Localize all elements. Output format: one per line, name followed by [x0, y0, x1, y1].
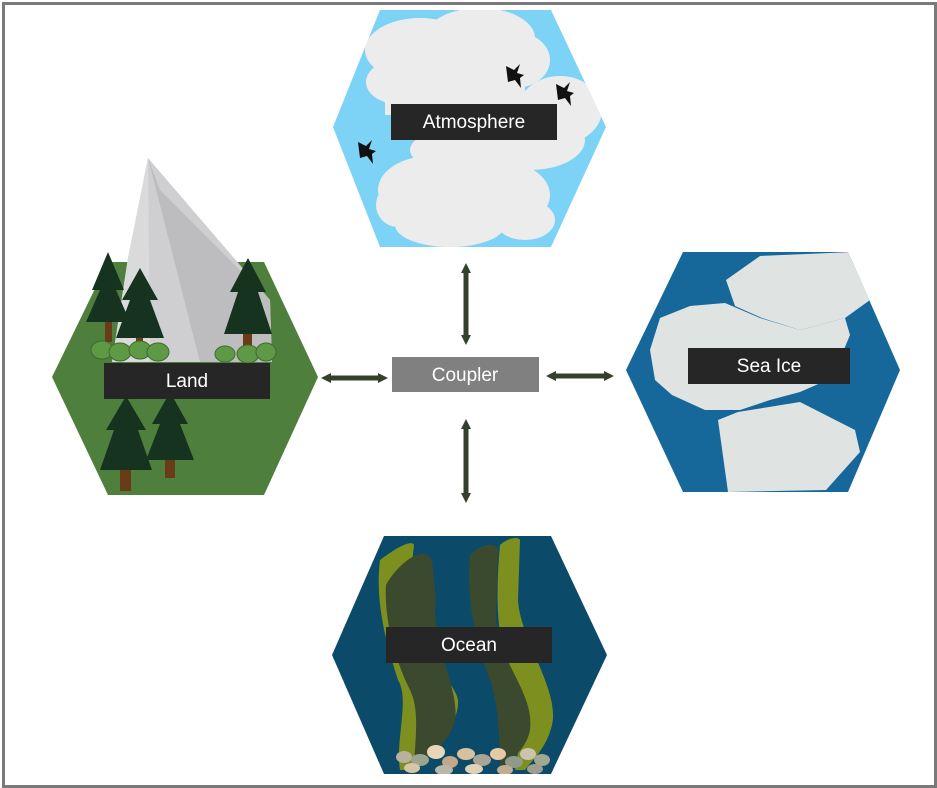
atmosphere-hexagon: Atmosphere — [333, 10, 606, 247]
bird-icon — [506, 64, 524, 88]
tree-icon — [224, 258, 272, 354]
tree-icon — [100, 396, 152, 491]
land-label-box — [104, 363, 270, 399]
sea-ice-hexagon: Sea Ice — [626, 252, 900, 492]
tree-icon — [146, 392, 194, 478]
bird-icon — [358, 140, 376, 164]
cloud-icon — [376, 156, 555, 247]
tree-icon — [86, 252, 130, 342]
pebble-icon — [396, 745, 550, 774]
land-hexagon: Land — [52, 158, 318, 495]
ocean-label: Ocean — [441, 635, 497, 656]
ocean-hexagon: Ocean — [332, 536, 607, 774]
coupler-label: Coupler — [432, 365, 499, 386]
bush-icon — [90, 340, 277, 364]
tree-icon — [116, 268, 164, 344]
sea-ice-label: Sea Ice — [737, 356, 801, 377]
sea-ice-label-box — [688, 348, 850, 384]
bird-icon — [556, 82, 574, 106]
ocean-label-box — [386, 627, 552, 663]
atmosphere-label: Atmosphere — [423, 112, 525, 133]
land-label: Land — [166, 371, 208, 392]
atmosphere-label-box — [391, 104, 557, 140]
coupler-box — [392, 357, 539, 392]
coupler-node: Coupler — [392, 357, 539, 392]
